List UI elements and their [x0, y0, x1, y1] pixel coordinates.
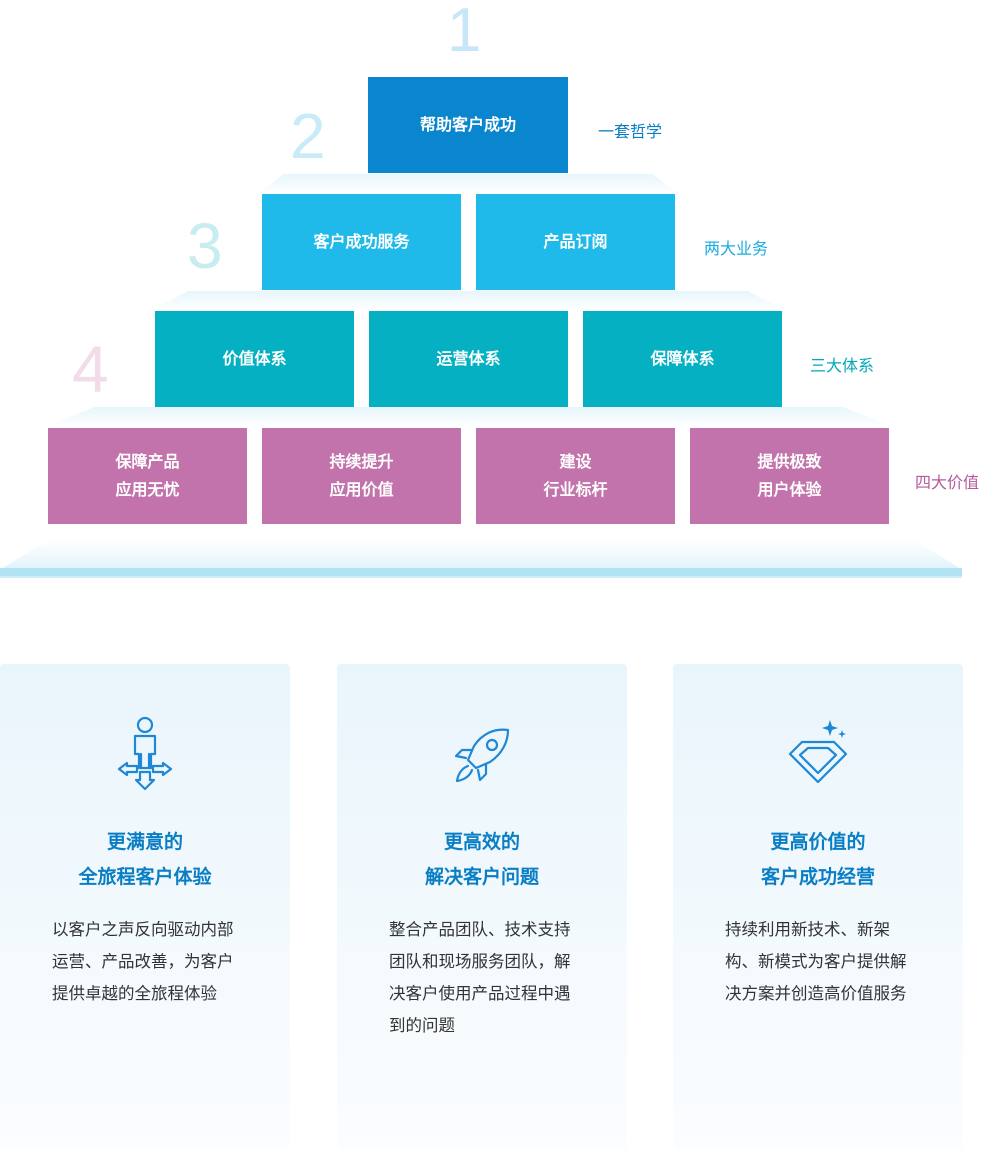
benefit-card-1: 更满意的 全旅程客户体验 以客户之声反向驱动内部运营、产品改善，为客户提供卓越的…: [0, 664, 290, 1150]
pyramid-box-philosophy: 帮助客户成功: [368, 77, 568, 173]
pyramid-box-product-subscription: 产品订阅: [476, 194, 675, 290]
benefit-card-3: 更高价值的 客户成功经营 持续利用新技术、新架构、新模式为客户提供解决方案并创造…: [673, 664, 963, 1150]
pyramid-box-cs-service: 客户成功服务: [262, 194, 461, 290]
level-number-2: 2: [290, 100, 326, 172]
card-title-line-2: 解决客户问题: [424, 866, 539, 888]
side-label-level-1: 一套哲学: [598, 122, 663, 141]
card-title-line-2: 客户成功经营: [760, 866, 875, 888]
side-label-level-2: 两大业务: [704, 239, 769, 258]
level-number-3: 3: [187, 210, 223, 282]
card-description: 持续利用新技术、新架构、新模式为客户提供解决方案并创造高价值服务: [725, 920, 907, 1003]
card-title-line-1: 更高效的: [443, 831, 520, 853]
pyramid-box-value-3: 建设 行业标杆: [476, 428, 675, 524]
box-label: 价值体系: [222, 349, 287, 368]
box-label-line-1: 提供极致: [757, 452, 822, 471]
diamond-icon: [778, 714, 858, 794]
benefit-card-2: 更高效的 解决客户问题 整合产品团队、技术支持团队和现场服务团队，解决客户使用产…: [337, 664, 627, 1150]
box-label-line-2: 行业标杆: [543, 480, 608, 499]
card-description: 整合产品团队、技术支持团队和现场服务团队，解决客户使用产品过程中遇到的问题: [389, 920, 571, 1035]
box-label-line-1: 持续提升: [329, 452, 394, 471]
pyramid-box-guarantee-system: 保障体系: [583, 311, 782, 407]
box-label: 保障体系: [650, 349, 715, 368]
pyramid-shelf-2: [150, 291, 786, 311]
pyramid-box-value-4: 提供极致 用户体验: [690, 428, 889, 524]
box-label-line-2: 应用无忧: [115, 480, 180, 499]
box-label-line-1: 保障产品: [115, 452, 180, 471]
level-number-4: 4: [72, 332, 109, 406]
box-label: 产品订阅: [543, 232, 608, 251]
pyramid-shelf-1: [258, 174, 678, 194]
pyramid-box-operation-system: 运营体系: [369, 311, 568, 407]
pyramid-box-value-1: 保障产品 应用无忧: [48, 428, 247, 524]
rocket-icon: [442, 714, 522, 794]
box-label-line-1: 建设: [559, 452, 592, 471]
pyramid-box-value-system: 价值体系: [155, 311, 354, 407]
card-description: 以客户之声反向驱动内部运营、产品改善，为客户提供卓越的全旅程体验: [52, 920, 234, 1003]
side-label-level-3: 三大体系: [810, 356, 875, 375]
pyramid-base-line: [0, 568, 962, 576]
box-label: 客户成功服务: [313, 232, 410, 251]
box-label-line-2: 应用价值: [329, 480, 394, 499]
level-number-1: 1: [447, 0, 482, 65]
pyramid-shelf-3: [44, 407, 894, 427]
box-label: 运营体系: [436, 349, 501, 368]
card-title-line-1: 更高价值的: [770, 831, 866, 853]
pyramid-box-value-2: 持续提升 应用价值: [262, 428, 461, 524]
box-label: 帮助客户成功: [419, 115, 516, 134]
box-label-line-2: 用户体验: [757, 480, 822, 499]
card-title-line-2: 全旅程客户体验: [78, 866, 212, 888]
side-label-level-4: 四大价值: [915, 473, 980, 492]
card-title-line-1: 更满意的: [106, 831, 183, 853]
person-crossroads-icon: [105, 714, 185, 794]
